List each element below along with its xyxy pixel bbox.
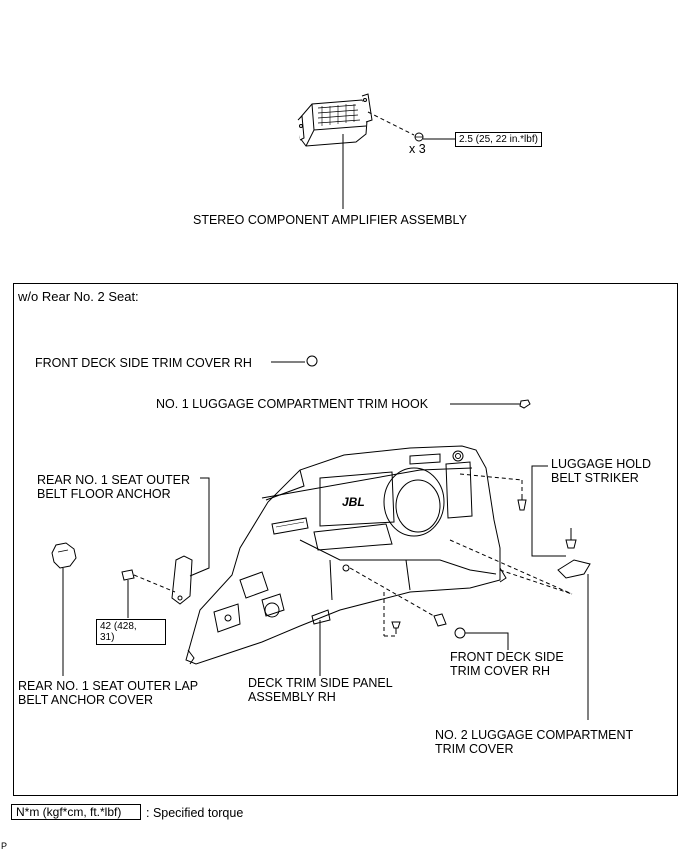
front-deck-cover-top-icon <box>306 355 318 367</box>
label-belt-floor-anchor: REAR NO. 1 SEAT OUTER BELT FLOOR ANCHOR <box>37 473 191 501</box>
svg-text:JBL: JBL <box>342 495 365 509</box>
legend-text: : Specified torque <box>146 806 244 820</box>
trim-cover-no2-icon <box>557 559 591 579</box>
amplifier-label: STEREO COMPONENT AMPLIFIER ASSEMBLY <box>193 213 467 227</box>
label-lap-belt-cover: REAR NO. 1 SEAT OUTER LAP BELT ANCHOR CO… <box>18 679 199 707</box>
deck-trim-panel-illustration: JBL <box>185 445 507 665</box>
anchor-bolt-icon <box>121 569 135 581</box>
trim-hook-icon <box>519 399 531 409</box>
label-trim-cover-no2: NO. 2 LUGGAGE COMPARTMENT TRIM COVER <box>435 728 634 756</box>
label-trim-hook: NO. 1 LUGGAGE COMPARTMENT TRIM HOOK <box>156 397 429 411</box>
amplifier-bolt-qty: x 3 <box>409 142 426 156</box>
label-side-panel: DECK TRIM SIDE PANEL ASSEMBLY RH <box>248 676 393 704</box>
label-front-deck-cover-top: FRONT DECK SIDE TRIM COVER RH <box>35 356 252 370</box>
label-belt-striker: LUGGAGE HOLD BELT STRIKER <box>551 457 652 485</box>
panel-clip-icon <box>391 621 401 634</box>
amplifier-illustration <box>297 93 373 147</box>
panel-condition: w/o Rear No. 2 Seat: <box>18 289 139 304</box>
corner-mark: P <box>1 841 8 851</box>
legend-unit-box: N*m (kgf*cm, ft.*lbf) <box>11 804 141 820</box>
anchor-torque-box: 42 (428, 31) <box>96 619 166 645</box>
trim-cover-screw-icon <box>565 528 577 549</box>
panel-bolt-icon <box>433 613 447 627</box>
amp-bolt-icon <box>414 132 424 142</box>
label-front-deck-cover-bottom: FRONT DECK SIDE TRIM COVER RH <box>450 650 564 678</box>
belt-striker-icon <box>517 494 527 511</box>
belt-floor-anchor-icon <box>171 555 193 605</box>
panel-frame <box>13 283 678 796</box>
lap-belt-cover-icon <box>51 542 77 569</box>
amplifier-torque-box: 2.5 (25, 22 in.*lbf) <box>455 132 542 147</box>
